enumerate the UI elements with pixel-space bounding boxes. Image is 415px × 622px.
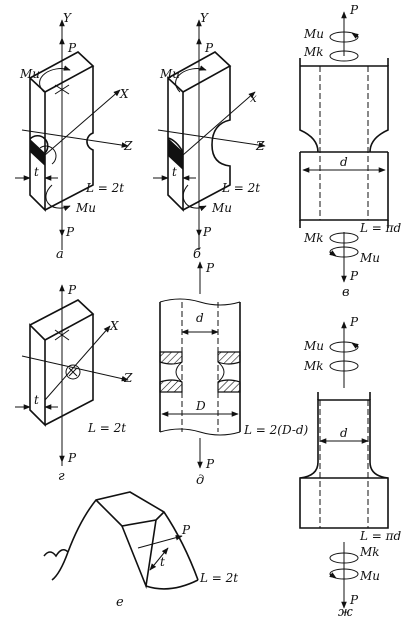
panel-zh-label-p-top: P [349,315,359,329]
panel-v-moments [329,31,359,258]
panel-zh-caption: ж [338,605,353,620]
panel-a-label-t: t [34,165,39,179]
panel-b: Y P Mu x Z t L = 2t Mu P б [153,11,266,262]
panel-e-length: L = 2t [199,571,238,585]
panel-a-label-z: Z [123,139,133,153]
panel-b-block [167,51,232,212]
panel-a-moments [15,65,71,211]
panel-d-label-d: d [196,311,204,325]
panel-v-label-p-top: P [349,3,359,17]
panel-zh-label-mi-bottom: Mu [359,569,380,583]
panel-a-label-y: Y [63,11,72,25]
panel-v-label-mi-top: Mu [303,27,324,41]
panel-zh-label-mk-top: Mk [303,359,324,373]
panel-a: Y P Mu X Z t L = 2t Mu P а [15,11,133,262]
panel-b-moments [153,65,207,212]
panel-b-label-y: Y [200,11,209,25]
panel-v-label-mk-top: Mk [303,45,324,59]
panel-b-label-t: t [172,165,177,179]
panel-zh-length: L = πd [359,529,402,543]
panel-g: P X Z t L = 2t P г [15,283,133,484]
panel-d-label-p-bottom: P [205,457,215,471]
panel-g-label-p-bottom: P [67,451,77,465]
panel-d-label-p-top: P [205,261,215,275]
panel-g-label-z: Z [123,371,133,385]
panel-v-length: L = πd [359,221,402,235]
panel-v-specimen [299,58,389,228]
panel-a-caption: а [56,247,64,262]
panel-d-caption: д [196,473,204,488]
panel-zh: P Mu Mk d L = πd Mk Mu P ж [299,315,402,620]
panel-b-label-mi-bottom: Mu [211,201,232,215]
panel-a-label-p-bottom: P [65,225,75,239]
panel-v-label-d: d [340,155,348,169]
panel-b-caption: б [193,247,201,262]
panel-b-label-x: x [250,91,257,105]
panel-g-label-x: X [109,319,119,333]
panel-zh-specimen [299,392,389,529]
panel-v-label-p-bottom: P [349,269,359,283]
panel-g-plate [29,299,95,427]
panel-zh-label-d: d [340,426,348,440]
panel-a-block [29,51,95,212]
panel-g-label-p-top: P [67,283,77,297]
panel-e-caption: е [116,595,124,610]
panel-d-tube [159,298,241,436]
panel-a-label-x: X [119,87,129,101]
panel-g-label-t: t [34,393,39,407]
panel-v: P Mu Mk d L = πd Mk Mu P в [299,3,402,300]
panel-g-caption: г [58,469,65,484]
panel-zh-label-mi-top: Mu [303,339,324,353]
panel-b-axes [157,19,266,250]
panel-e-tooth [43,491,199,590]
panel-b-label-p-top: P [204,41,214,55]
panel-v-label-mi-bottom: Mu [359,251,380,265]
panel-d-length: L = 2(D-d) [243,423,309,437]
panel-zh-label-p-bottom: P [349,593,359,607]
panel-v-label-mk-bottom: Mk [303,231,324,245]
panel-a-label-mi-top: Mu [19,67,40,81]
panel-g-length: L = 2t [87,421,126,435]
panel-b-label-mi-top: Mu [159,67,180,81]
panel-d: P d D L = 2(D-d) P д [159,261,309,488]
panel-a-label-mi-bottom: Mu [75,201,96,215]
panel-zh-moments [329,341,359,580]
panel-g-axes [15,284,129,466]
panel-e-label-t: t [160,555,165,569]
panel-b-label-z: Z [255,139,265,153]
panel-e: P t L = 2t е [43,491,238,610]
panel-e-label-p: P [181,523,191,537]
panel-a-axes [21,19,129,250]
panel-d-label-big-d: D [195,399,206,413]
panel-a-length: L = 2t [85,181,124,195]
panel-b-length: L = 2t [221,181,260,195]
panel-v-caption: в [342,285,350,300]
panel-zh-label-mk-bottom: Mk [359,545,380,559]
panel-b-label-p-bottom: P [202,225,212,239]
panel-a-label-p-top: P [67,41,77,55]
